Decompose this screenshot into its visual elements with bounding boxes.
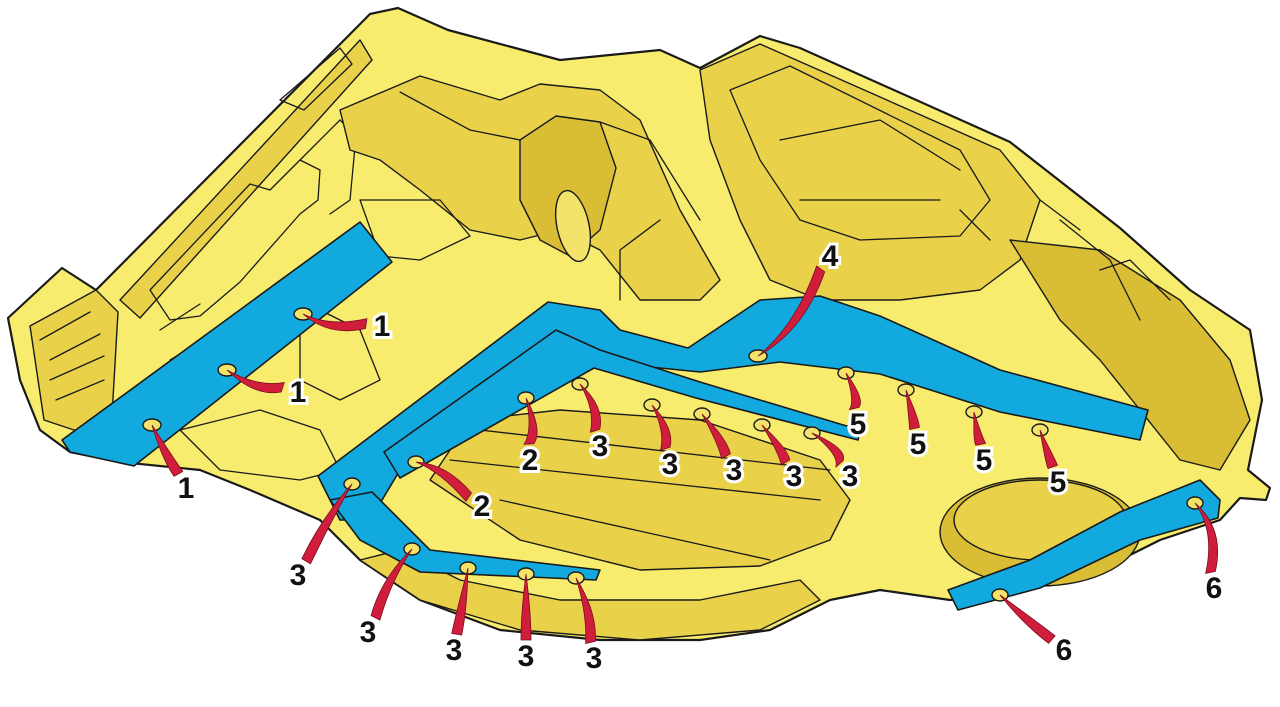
callout-leader [520, 573, 532, 641]
callout-label: 1 [290, 376, 307, 409]
callout-leader [651, 404, 672, 451]
front-rail-left [61, 221, 393, 467]
callout-label: 3 [518, 640, 535, 673]
callout-leader [302, 313, 368, 332]
callout-leader [999, 594, 1056, 644]
callout-label: 3 [786, 460, 803, 493]
callout-leader [757, 265, 826, 357]
blue-rails [61, 221, 1221, 611]
callout-leader [905, 389, 920, 430]
callout-label: 3 [726, 454, 743, 487]
callout-leader [415, 461, 472, 502]
callout-leader [973, 411, 987, 446]
callout-label: 3 [290, 559, 307, 592]
callouts: 1 1 1 22 3 3 3 3 3 3 3 3 3 3 4 5 5 5 5 6 6 [151, 237, 1225, 678]
callout-label: 1 [178, 472, 195, 505]
callout-leader [575, 577, 596, 644]
callout-label: 6 [1206, 572, 1223, 605]
callout-leader [151, 424, 184, 477]
callout-label: 3 [586, 642, 603, 675]
callout-label: 6 [1056, 634, 1073, 667]
callout-label: 3 [842, 460, 859, 493]
lower-rail [329, 491, 601, 581]
callout-leader [701, 413, 731, 460]
callout-leader [226, 369, 285, 394]
callout-label: 3 [360, 616, 377, 649]
callout-leader [811, 432, 845, 468]
callout-leader [1039, 429, 1059, 470]
callout-leader [451, 567, 469, 636]
callout-label: 5 [976, 444, 993, 477]
callout-label: 5 [1050, 466, 1067, 499]
inner-rail [383, 329, 861, 479]
callout-label: 2 [522, 444, 539, 477]
callout-leader [523, 397, 538, 445]
callout-label: 5 [850, 408, 867, 441]
callout-leader [370, 548, 413, 621]
callout-label: 2 [474, 490, 491, 523]
callout-leader [845, 372, 861, 411]
callout-label: 1 [374, 310, 391, 343]
callout-label: 3 [592, 430, 609, 463]
callout-leader [761, 424, 791, 466]
callout-label: 4 [822, 240, 839, 273]
callout-label: 3 [446, 634, 463, 667]
callout-leader [579, 383, 602, 433]
callout-leader [1194, 502, 1219, 575]
callout-label: 5 [910, 428, 927, 461]
callout-label: 3 [662, 448, 679, 481]
callout-leader [301, 483, 353, 565]
